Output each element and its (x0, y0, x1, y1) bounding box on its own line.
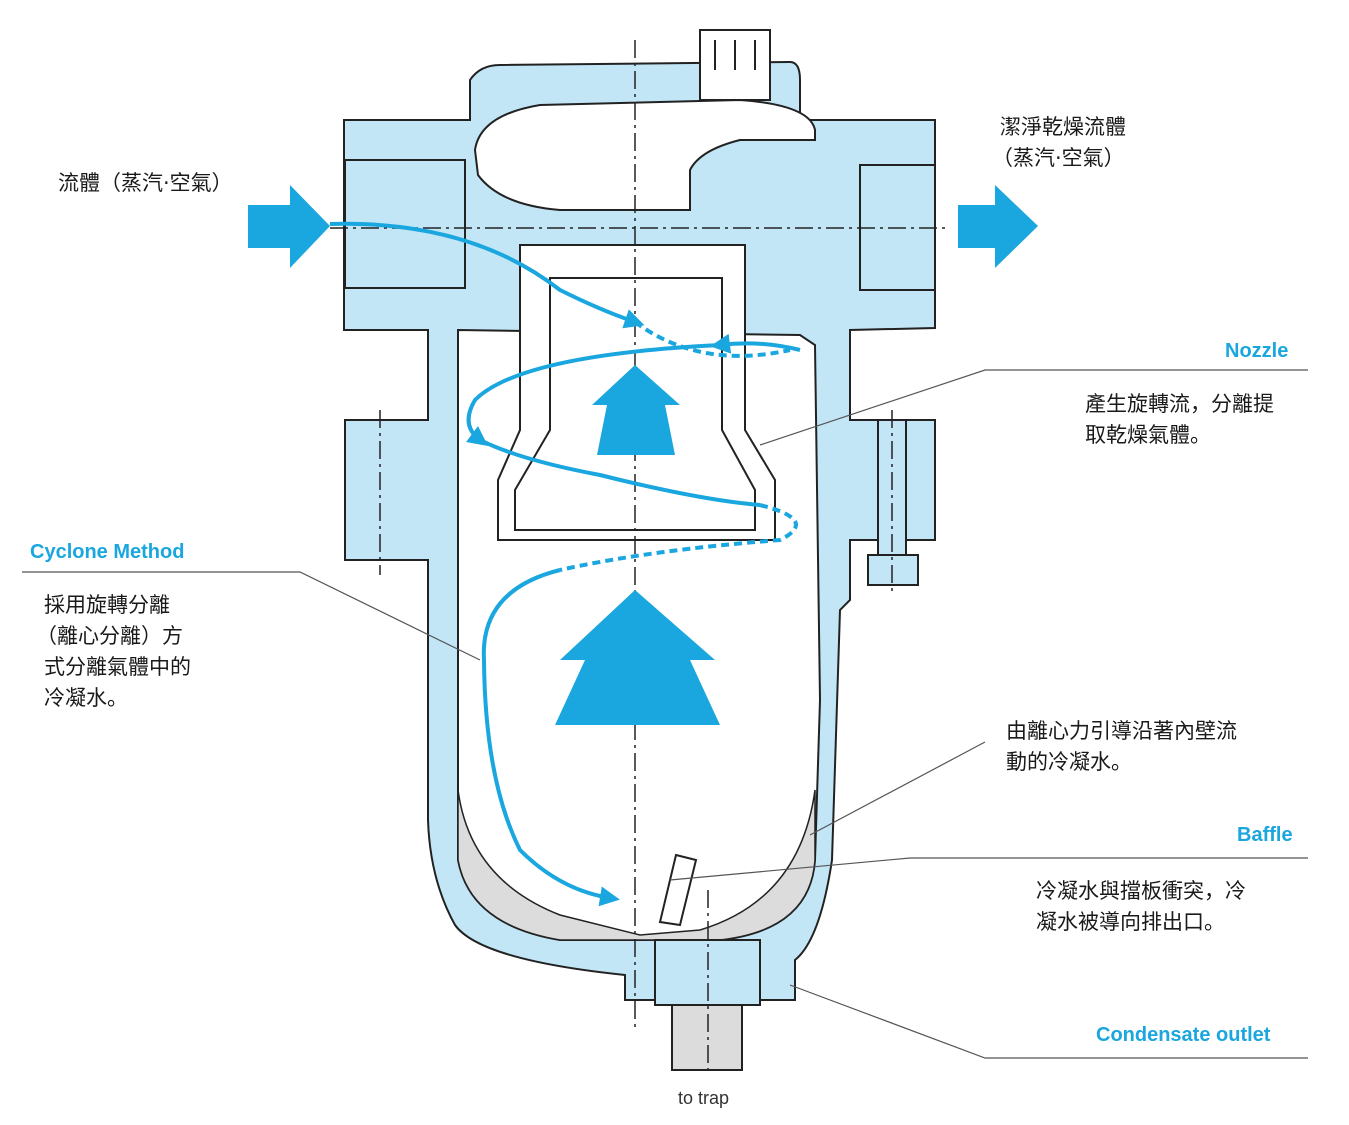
nozzle-desc-1: 產生旋轉流，分離提 (1085, 392, 1274, 416)
leader-lines (22, 369, 1308, 1059)
baffle-plate (658, 853, 698, 927)
center-lines (330, 40, 950, 1070)
upflow-arrow-large (555, 590, 720, 725)
nozzle-title: Nozzle (1225, 340, 1289, 362)
cyclone-desc-2: （離心分離）方 (36, 624, 183, 648)
cyclone-flow-path (329, 221, 801, 907)
baffle-desc-2: 凝水被導向排出口。 (1036, 910, 1225, 934)
outlet-label-1: 潔淨乾燥流體 (1000, 115, 1126, 139)
cyclone-desc-1: 採用旋轉分離 (44, 593, 170, 617)
nozzle-desc-2: 取乾燥氣體。 (1085, 423, 1211, 447)
wall-desc-2: 動的冷凝水。 (1006, 750, 1132, 774)
baffle-shading (457, 789, 816, 941)
inlet-arrow (248, 185, 330, 268)
outlet-arrow (958, 185, 1038, 268)
baffle-title: Baffle (1237, 824, 1293, 846)
outlet-label-2: （蒸汽·空氣） (992, 146, 1125, 170)
top-plug (699, 29, 771, 101)
to-trap-label: to trap (678, 1088, 730, 1108)
baffle-desc-1: 冷凝水與擋板衝突，冷 (1036, 879, 1246, 903)
wall-desc-1: 由離心力引導沿著內壁流 (1006, 719, 1237, 743)
upflow-arrow-small (592, 365, 680, 455)
condensate-outlet-title: Condensate outlet (1096, 1024, 1271, 1046)
cyclone-title: Cyclone Method (30, 541, 185, 563)
inlet-label: 流體（蒸汽·空氣） (58, 171, 233, 195)
cyclone-desc-3: 式分離氣體中的 (44, 655, 191, 679)
cyclone-desc-4: 冷凝水。 (44, 686, 128, 710)
